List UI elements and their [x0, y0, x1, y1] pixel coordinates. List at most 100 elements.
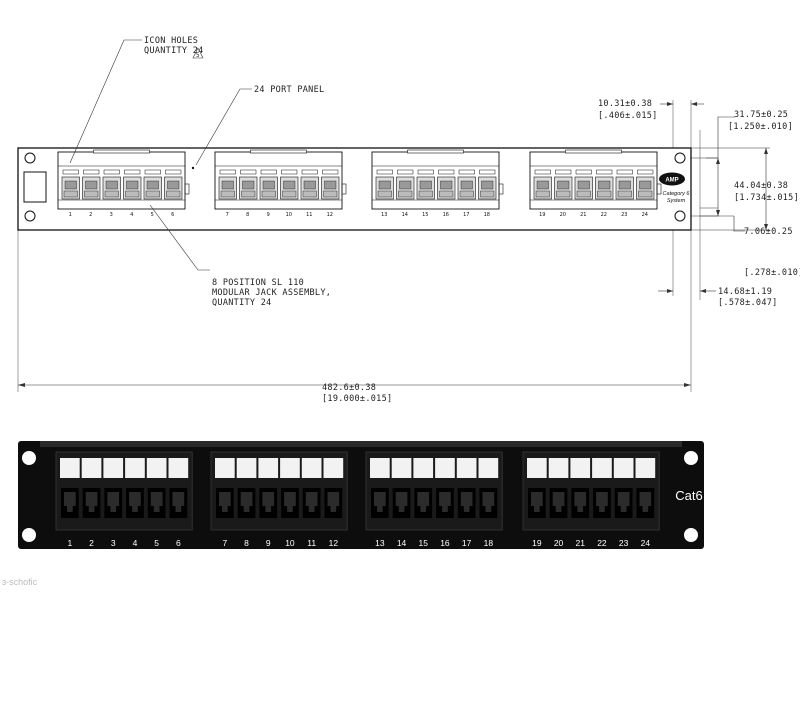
drawing-port-number: 15 [422, 212, 428, 218]
port-label-window [592, 458, 612, 478]
photo-port-number: 7 [222, 538, 227, 548]
port-label-window [548, 458, 569, 478]
panel-top-lip [40, 441, 682, 447]
drawing-port-number: 8 [246, 212, 249, 218]
port-label-window [570, 458, 591, 478]
photo-port-number: 19 [532, 538, 542, 548]
port-label-window [103, 458, 124, 478]
drawing-icon-hole [438, 169, 455, 175]
amp-logo-text: AMP [665, 178, 678, 184]
drawing-icon-hole [575, 169, 592, 175]
drawing-icon-hole [62, 169, 79, 175]
port-label-window [146, 458, 167, 478]
drawing-icon-hole [281, 169, 298, 175]
drawing-port-number: 22 [601, 212, 607, 218]
drawing-icon-hole [83, 169, 100, 175]
dim-7-06: 7.06±0.25 [744, 227, 793, 237]
dim-14-68-inch: [.578±.047] [718, 298, 778, 308]
photo-mount-hole-icon [684, 451, 698, 465]
dim-10-31: 10.31±0.38 [598, 99, 652, 109]
photo-port-number: 13 [375, 538, 385, 548]
jack-label-3: QUANTITY 24 [212, 298, 272, 308]
port-label-window [613, 458, 634, 478]
drawing-icon-hole [417, 169, 434, 175]
logo-line2: System [667, 198, 686, 204]
port-label-window [323, 458, 344, 478]
mount-hole-icon [24, 152, 36, 164]
drawing-icon-hole [555, 169, 572, 175]
dim-31-75: 31.75±0.25 [734, 110, 788, 120]
photo-port-number: 23 [619, 538, 629, 548]
drawing-icon-hole [637, 169, 654, 175]
port-label-window [370, 458, 390, 478]
drawing-icon-hole [165, 169, 182, 175]
drawing-port-number: 4 [130, 212, 133, 218]
photo-port-number: 1 [67, 538, 72, 548]
panel-cutout [23, 171, 47, 203]
drawing-port-number: 20 [560, 212, 566, 218]
photo-port-number: 8 [244, 538, 249, 548]
dim-7-06-inch: [.278±.010] [744, 268, 800, 278]
dim-44-04-inch: [1.734±.015] [734, 193, 799, 203]
photo-port-number: 5 [154, 538, 159, 548]
photo-port-number: 2 [89, 538, 94, 548]
note-triangle-icon [192, 47, 204, 59]
drawing-icon-hole [397, 169, 414, 175]
drawing-port-number: 1 [69, 212, 72, 218]
port-label-window [258, 458, 279, 478]
photo-port-number: 4 [133, 538, 138, 548]
jack-label-2: MODULAR JACK ASSEMBLY, [212, 288, 331, 298]
drawing-icon-hole [534, 169, 551, 175]
icon-holes-label-2: QUANTITY 24 [144, 46, 204, 56]
drawing-port-number: 17 [463, 212, 469, 218]
drawing-icon-hole [219, 169, 236, 175]
photo-port-number: 24 [641, 538, 651, 548]
dim-14-68: 14.68±1.19 [718, 287, 772, 297]
photo-port-number: 9 [266, 538, 271, 548]
port-label-window [413, 458, 434, 478]
port-label-window [81, 458, 102, 478]
photo-port-number: 11 [307, 538, 316, 548]
dim-10-31-inch: [.406±.015] [598, 111, 658, 121]
drawing-port-number: 7 [226, 212, 229, 218]
drawing-port-number: 6 [171, 212, 174, 218]
panel-dot [191, 166, 195, 170]
drawing-port-number: 11 [306, 212, 312, 218]
photo-port-number: 6 [176, 538, 181, 548]
port-label-window [125, 458, 145, 478]
drawing-icon-hole [144, 169, 161, 175]
port-label-window [301, 458, 322, 478]
drawing-port-number: 13 [381, 212, 387, 218]
photo-mount-hole-icon [22, 451, 36, 465]
drawing-port-number: 14 [402, 212, 408, 218]
photo-module-1: 1 2 3 4 5 6 [55, 451, 193, 548]
mount-hole-icon [674, 210, 686, 222]
drawing-icon-hole [616, 169, 633, 175]
mount-hole-icon [24, 210, 36, 222]
drawing-port-number: 24 [642, 212, 648, 218]
watermark: ɜ-schofic [2, 577, 38, 587]
drawing-icon-hole [103, 169, 120, 175]
drawing-port-number: 5 [151, 212, 154, 218]
drawing-icon-hole [458, 169, 475, 175]
drawing-icon-hole [322, 169, 339, 175]
jack-leader [149, 204, 210, 271]
drawing-port-number: 21 [580, 212, 586, 218]
port-label-window [60, 458, 80, 478]
drawing-port-number: 18 [484, 212, 490, 218]
port-label-window [215, 458, 235, 478]
port-panel-label: 24 PORT PANEL [254, 85, 324, 95]
photo-port-number: 3 [111, 538, 116, 548]
drawing-icon-hole [240, 169, 257, 175]
drawing-icon-hole [124, 169, 141, 175]
drawing-port-number: 19 [539, 212, 545, 218]
port-label-window [527, 458, 547, 478]
